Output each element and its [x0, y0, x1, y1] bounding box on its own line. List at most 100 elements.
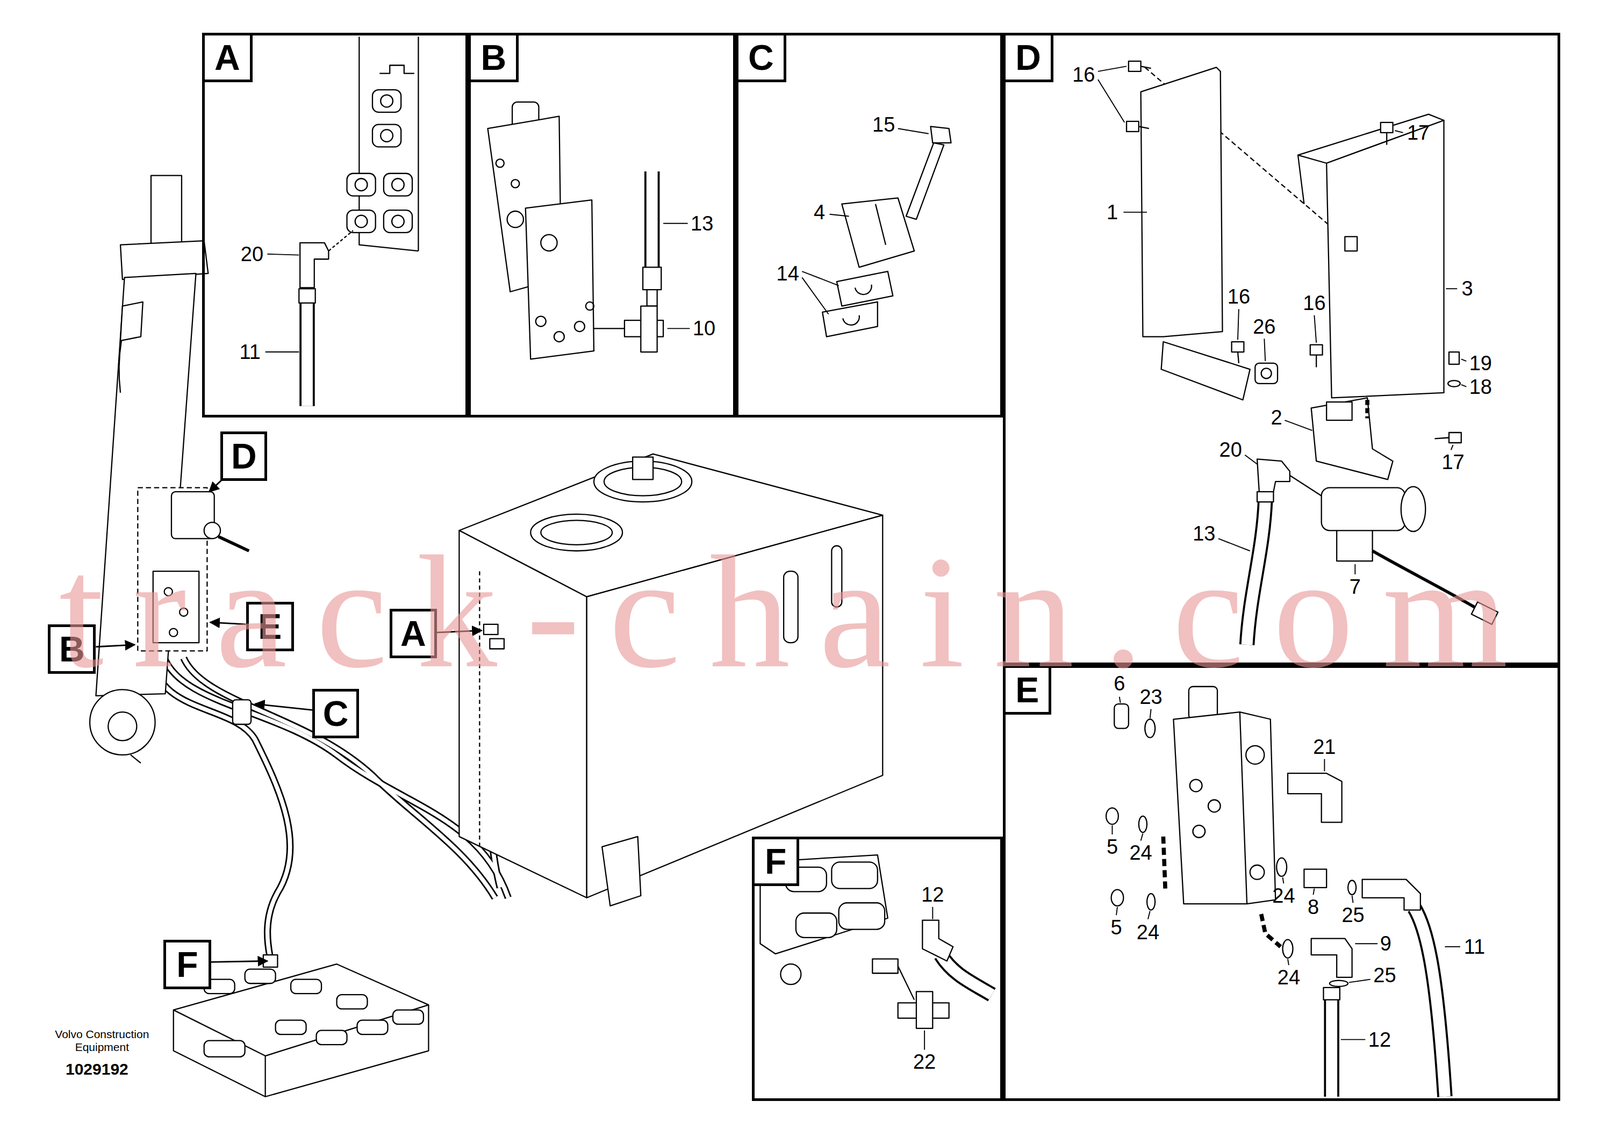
control-valve-bank: [173, 964, 429, 1097]
callout-number: 20: [1219, 439, 1243, 461]
valve-cartridge: [1245, 745, 1265, 765]
valve-cartridge: [1144, 719, 1155, 738]
valve-cartridge: [1106, 686, 1421, 1001]
callout-number: 8: [1307, 897, 1319, 918]
callout-number: 26: [1252, 316, 1276, 337]
detail-panel: D: [1002, 32, 1561, 666]
leader-line: [898, 128, 929, 134]
leader-line: [1349, 979, 1371, 984]
hose: [1325, 1000, 1338, 1097]
leader-line: [931, 907, 934, 920]
valve-cartridge: [1311, 938, 1353, 978]
valve-guard: [1141, 66, 1152, 69]
valve-cartridge: [1146, 893, 1155, 910]
valve-block: [218, 536, 249, 552]
hose: [1414, 908, 1445, 1097]
hose: [301, 303, 313, 407]
detail-panel: E: [1002, 665, 1561, 1102]
pressure-switch: [1372, 550, 1480, 611]
valve-guard: [1254, 363, 1278, 384]
valve-cartridge: [1138, 816, 1147, 833]
callout-number: 13: [1192, 523, 1216, 544]
hose: [1246, 499, 1266, 645]
callout-letter: A: [400, 615, 427, 652]
valve-guard: [1231, 341, 1245, 353]
valve-guard: [1126, 61, 1462, 480]
leader-line: [1237, 309, 1239, 340]
hose: [1246, 499, 1266, 645]
valve-cartridge: [1173, 712, 1276, 904]
tank-fittings: [391, 178, 405, 191]
hydraulic-tank: [783, 571, 799, 643]
hydraulic-tank: [831, 546, 842, 608]
leader-line: [1264, 338, 1266, 362]
valve-cartridge: [1287, 773, 1343, 823]
valve-block: [540, 234, 557, 251]
hose-clamp-parts: [875, 204, 886, 246]
tank-fittings: [299, 242, 329, 289]
hydraulic-cylinder: [108, 712, 137, 741]
hose-clamp-parts: [855, 284, 872, 295]
valve-guard: [1315, 355, 1317, 368]
hydraulic-tank: [530, 514, 623, 551]
valve-bank-detail: [898, 966, 915, 1001]
leader-arrow: [95, 477, 482, 963]
leader-line: [1244, 455, 1258, 465]
hose: [1414, 908, 1445, 1097]
valve-bank-detail: [872, 959, 898, 974]
leader-line: [265, 66, 1467, 1050]
callout-number: 1: [1106, 202, 1118, 223]
hose-clamp-parts: [822, 126, 951, 337]
valve-cartridge: [1250, 865, 1265, 880]
valve-cartridge: [1189, 779, 1203, 793]
leader-line: [265, 351, 300, 353]
leader-arrow: [211, 960, 268, 963]
leader-line: [1148, 910, 1151, 920]
leader-line: [1287, 959, 1289, 966]
valve-block: [640, 306, 657, 353]
control-valve-bank: [173, 955, 429, 1097]
valve-cartridge: [1303, 869, 1327, 888]
pressure-switch: [1257, 458, 1498, 625]
callout-letter: D: [231, 438, 257, 475]
hose: [183, 658, 495, 899]
panel-letter: F: [754, 839, 800, 887]
tank-fittings: [380, 129, 393, 142]
hose-clamp-parts: [836, 271, 893, 307]
valve-guard: [1138, 126, 1150, 129]
valve-guard: [1448, 352, 1460, 365]
callout-number: 24: [1272, 885, 1295, 907]
valve-block: [164, 587, 173, 597]
callout-number: 6: [1113, 673, 1125, 694]
valve-bank-detail: [922, 920, 953, 962]
leader-arrow: [95, 644, 135, 648]
hose: [941, 955, 993, 995]
callout-number: 19: [1469, 353, 1492, 374]
valve-bank-detail: [831, 862, 878, 889]
hydraulic-tank: [540, 520, 613, 545]
valve-block: [647, 289, 658, 306]
valve-guard: [1237, 352, 1239, 364]
leader-line: [923, 1030, 925, 1051]
valve-cartridge: [1261, 914, 1281, 947]
valve-block: [525, 199, 594, 360]
valve-block: [507, 211, 524, 228]
hydraulic-cylinder: [130, 755, 141, 764]
pressure-switch: [1289, 475, 1322, 497]
publisher-note: Volvo Construction Equipment: [37, 1027, 167, 1054]
leader-line: [1119, 697, 1121, 703]
valve-cartridge: [1276, 858, 1287, 877]
hose: [163, 655, 509, 899]
leader-line: [1445, 288, 1458, 290]
valve-guard: [1447, 380, 1461, 387]
valve-cartridge: [1329, 980, 1348, 987]
callout-number: 23: [1139, 686, 1162, 708]
panel-letter: B: [470, 35, 519, 83]
callout-box: B: [47, 624, 96, 674]
tank-fittings: [298, 36, 419, 304]
leader-line: [1150, 709, 1152, 719]
valve-block: [488, 102, 664, 360]
hose: [1323, 1000, 1339, 1097]
tank-fittings: [372, 89, 401, 113]
tank-fittings: [391, 215, 405, 228]
